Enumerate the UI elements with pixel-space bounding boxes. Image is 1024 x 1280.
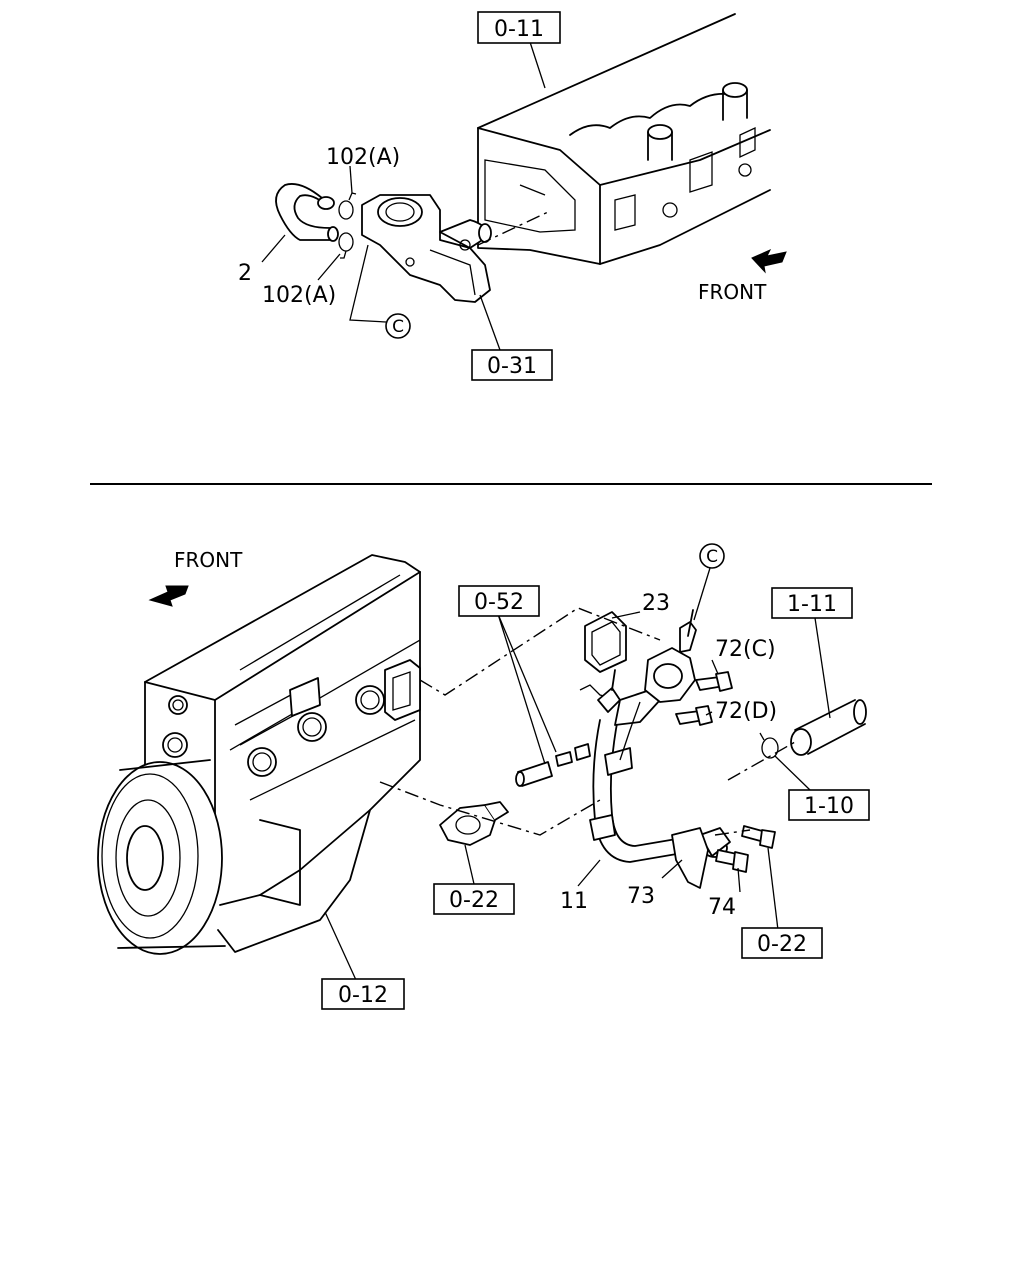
- leader-74: [737, 867, 741, 893]
- ref-box-0-22-left: [433, 883, 515, 915]
- front-arrow-icon: [148, 585, 189, 607]
- leader-102a-top: [349, 165, 353, 194]
- circle-c-bottom-label: C: [706, 547, 718, 567]
- ref-1-11: 1-11: [787, 592, 837, 617]
- circle-c-bottom: [699, 543, 725, 569]
- leader-0-11: [529, 41, 546, 89]
- pipe-0-52-drawing: [515, 743, 591, 787]
- ref-box-0-11: [477, 11, 561, 44]
- label-23: 23: [642, 591, 670, 616]
- bolt-72c-drawing: [695, 671, 733, 692]
- leader-bolt-right: [714, 829, 751, 836]
- leader-0-31: [479, 294, 501, 351]
- circle-c-top: [385, 313, 411, 339]
- leader-pipe-inlet: [379, 781, 601, 836]
- ref-box-1-11: [771, 587, 853, 619]
- ref-box-0-52: [458, 585, 540, 617]
- gasket-23-drawing: [584, 611, 627, 673]
- leader-c-top: [349, 244, 387, 323]
- leader-1-11: [814, 617, 831, 719]
- label-72c: 72(C): [715, 637, 776, 662]
- leader-1-10: [774, 755, 811, 791]
- leader-pipe-brace: [619, 701, 641, 761]
- ref-box-0-22-right: [741, 927, 823, 959]
- clamp-102a-drawing: [338, 192, 357, 259]
- leader-gasket: [419, 607, 661, 696]
- label-73: 73: [627, 884, 655, 909]
- leader-hose: [727, 741, 796, 781]
- label-102a-top: 102(A): [326, 145, 400, 170]
- top-assembly: 0-11 0-31 102(A) 102(A) 2 C FRONT: [238, 11, 787, 381]
- ref-0-31: 0-31: [487, 354, 537, 379]
- leader-0-52-a: [497, 613, 546, 765]
- bolt-0-22-drawing: [741, 825, 776, 849]
- clamp-1-10-drawing: [759, 732, 779, 759]
- hose-1-11-drawing: [790, 699, 867, 756]
- front-label-top: FRONT: [698, 280, 767, 304]
- thermostat-housing-drawing: [597, 609, 697, 713]
- ref-box-1-10: [788, 789, 870, 821]
- cylinder-head-drawing: [477, 13, 771, 265]
- ref-1-10: 1-10: [804, 794, 854, 819]
- leader-0-22-right: [767, 847, 779, 931]
- leader-72d: [705, 711, 713, 716]
- bottom-assembly: FRONT: [97, 543, 870, 1010]
- ref-0-12: 0-12: [338, 983, 388, 1008]
- label-72d: 72(D): [715, 699, 777, 724]
- water-inlet-drawing: [439, 801, 509, 846]
- leader-2: [261, 234, 286, 263]
- leader-c-bottom: [693, 567, 711, 621]
- bolt-72d-drawing: [675, 705, 713, 726]
- ref-box-0-31: [471, 349, 553, 381]
- label-74: 74: [708, 895, 736, 920]
- leader-23: [611, 611, 641, 619]
- leader-0-22-left: [464, 844, 475, 885]
- leader-0-52-b: [497, 613, 557, 753]
- leader-outlet-head: [477, 211, 549, 246]
- bracket-73-drawing: [671, 827, 709, 889]
- ref-0-22-right: 0-22: [757, 932, 807, 957]
- label-11: 11: [560, 889, 588, 914]
- ref-box-0-12: [321, 978, 405, 1010]
- hose-2-drawing: [275, 183, 339, 242]
- water-outlet-drawing: [361, 194, 492, 303]
- front-arrow-icon: [751, 248, 787, 274]
- leader-0-12: [324, 911, 357, 981]
- engine-block-drawing: [97, 554, 421, 955]
- leader-11: [577, 859, 601, 887]
- circle-c-top-label: C: [392, 317, 404, 337]
- label-102a-bottom: 102(A): [262, 283, 336, 308]
- leader-72c: [711, 659, 719, 675]
- ref-0-11: 0-11: [494, 17, 544, 42]
- label-2: 2: [238, 261, 252, 286]
- leader-102a-bottom: [317, 253, 341, 281]
- leader-73: [661, 859, 683, 879]
- bolt-74-drawing: [715, 849, 749, 873]
- ref-0-22-left: 0-22: [449, 888, 499, 913]
- front-label-bottom: FRONT: [174, 548, 243, 572]
- ref-0-52: 0-52: [474, 590, 524, 615]
